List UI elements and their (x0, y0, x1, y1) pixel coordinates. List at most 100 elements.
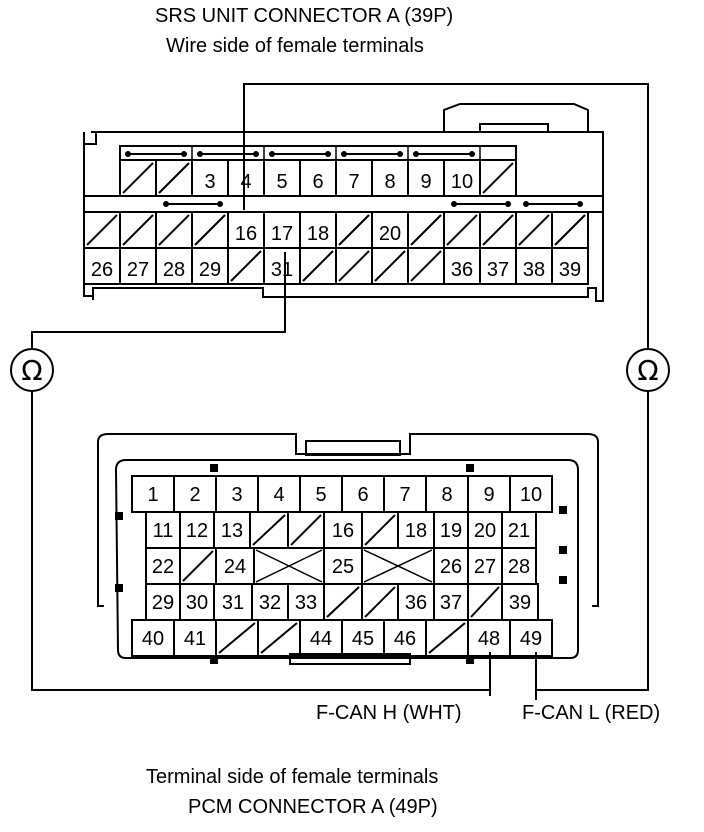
guide-marker (559, 576, 567, 584)
terminal-number: 30 (186, 592, 208, 614)
srs-connector-title: SRS UNIT CONNECTOR A (39P) (155, 5, 454, 27)
terminal-number: 10 (451, 171, 473, 193)
terminal-number: 38 (523, 259, 545, 281)
empty-cavity-slash (446, 214, 478, 246)
guide-marker (466, 656, 474, 664)
pcm-connector-subtitle: Terminal side of female terminals (146, 766, 439, 788)
srs-housing-notch (84, 132, 97, 145)
terminal-number: 37 (487, 259, 509, 281)
terminal-number: 1 (147, 484, 158, 506)
shorting-bar-end (325, 151, 331, 157)
terminal-number: 19 (440, 520, 462, 542)
terminal-number: 20 (379, 223, 401, 245)
empty-cavity-slash (364, 586, 396, 618)
empty-cavity-slash (302, 250, 334, 282)
terminal-number: 8 (384, 171, 395, 193)
ohmmeter-right (626, 348, 670, 392)
pcm-bottom-key (289, 653, 411, 665)
terminal-number: 29 (152, 592, 174, 614)
terminal-number: 6 (312, 171, 323, 193)
shorting-bar-end (523, 201, 529, 207)
terminal-number: 40 (142, 628, 164, 650)
terminal-number: 9 (420, 171, 431, 193)
terminal-number: 31 (271, 259, 293, 281)
terminal-number: 25 (332, 556, 354, 578)
probe-wire-pcm-49 (535, 392, 649, 691)
pcm-housing-corner (97, 600, 104, 607)
terminal-number: 28 (163, 259, 185, 281)
terminal-number: 36 (405, 592, 427, 614)
guide-marker (466, 464, 474, 472)
shorting-bar-end (413, 151, 419, 157)
terminal-number: 4 (240, 171, 251, 193)
terminal-number: 45 (352, 628, 374, 650)
empty-cavity-slash (482, 162, 514, 194)
terminal-number: 3 (231, 484, 242, 506)
empty-cavity-slash (326, 586, 360, 618)
terminal-number: 41 (184, 628, 206, 650)
empty-cavity-slash (428, 622, 466, 654)
empty-cavity-slash (122, 162, 154, 194)
terminal-number: 13 (221, 520, 243, 542)
terminal-number: 29 (199, 259, 221, 281)
terminal-number: 46 (394, 628, 416, 650)
empty-cavity-slash (338, 250, 370, 282)
shorting-bar-end (397, 151, 403, 157)
terminal-number: 33 (295, 592, 317, 614)
empty-cavity-slash (158, 162, 190, 194)
shorting-bar-end (181, 151, 187, 157)
terminal-number: 27 (474, 556, 496, 578)
empty-cavity-slash (230, 250, 262, 282)
empty-cavity-slash (374, 250, 406, 282)
shorting-bar-end (163, 201, 169, 207)
terminal-number: 26 (440, 556, 462, 578)
terminal-number: 11 (153, 520, 174, 542)
terminal-number: 21 (508, 520, 530, 542)
empty-cavity-slash (86, 214, 118, 246)
shorting-bar-end (469, 151, 475, 157)
srs-connector-subtitle: Wire side of female terminals (166, 35, 424, 57)
terminal-number: 24 (224, 556, 246, 578)
empty-cavity-slash (410, 250, 442, 282)
srs-latch-inner (479, 123, 549, 132)
empty-cavity-slash (518, 214, 550, 246)
terminal-number: 27 (127, 259, 149, 281)
terminal-number: 17 (271, 223, 293, 245)
terminal-number: 49 (520, 628, 542, 650)
terminal-number: 32 (259, 592, 281, 614)
terminal-number: 2 (189, 484, 200, 506)
terminal-cavity (509, 619, 553, 657)
pcm-connector-title: PCM CONNECTOR A (49P) (188, 796, 438, 818)
guide-marker (115, 584, 123, 592)
terminal-number: 31 (222, 592, 244, 614)
ohm-symbol: Ω (637, 354, 658, 387)
empty-cavity-slash (122, 214, 154, 246)
fcan-l-label: F-CAN L (RED) (522, 702, 661, 724)
terminal-number: 7 (348, 171, 359, 193)
blocked-cavity-cross (255, 549, 323, 583)
terminal-number: 9 (483, 484, 494, 506)
guide-marker (210, 464, 218, 472)
ohmmeter-left (10, 348, 54, 392)
empty-cavity-slash (218, 622, 256, 654)
shorting-bar-end (577, 201, 583, 207)
empty-cavity-slash (260, 622, 298, 654)
terminal-number: 16 (332, 520, 354, 542)
guide-marker (115, 512, 123, 520)
guide-marker (559, 506, 567, 514)
empty-cavity-slash (252, 514, 286, 546)
guide-marker (210, 656, 218, 664)
guide-marker (559, 546, 567, 554)
empty-cavity-slash (182, 550, 214, 582)
terminal-number: 4 (273, 484, 284, 506)
terminal-number: 22 (152, 556, 174, 578)
terminal-cavity (551, 247, 589, 285)
terminal-number: 3 (204, 171, 215, 193)
shorting-bar-end (451, 201, 457, 207)
terminal-number: 37 (440, 592, 462, 614)
shorting-bar-end (505, 201, 511, 207)
